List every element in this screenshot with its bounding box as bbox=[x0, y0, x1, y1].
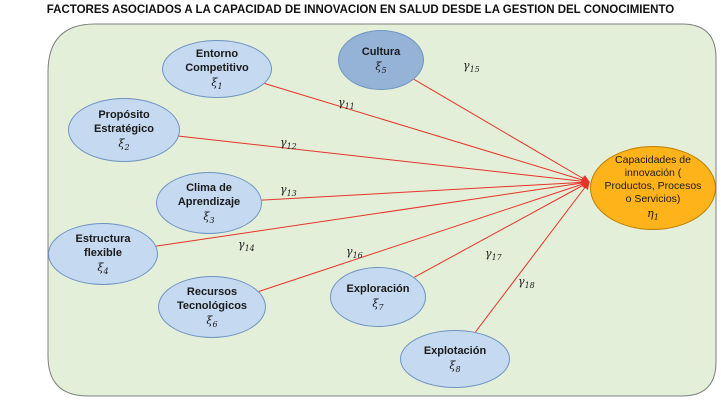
path-coefficient-symbol: γ bbox=[338, 96, 345, 109]
exogenous-node-xi2-symbol: ξ2 bbox=[118, 137, 129, 152]
endogenous-node-eta1-label-line: o Servicios) bbox=[625, 192, 681, 205]
exogenous-node-xi1-label-line: Competitivo bbox=[185, 61, 249, 74]
path-coefficient-subscript: 16 bbox=[353, 251, 363, 260]
path-coefficient-subscript: 18 bbox=[525, 281, 535, 290]
exogenous-node-xi5-label-line: Cultura bbox=[361, 45, 401, 58]
exogenous-node-xi7-symbol: ξ7 bbox=[372, 297, 383, 312]
path-arrow-xi1 bbox=[264, 82, 590, 184]
diagram-title: FACTORES ASOCIADOS A LA CAPACIDAD DE INN… bbox=[46, 4, 675, 16]
exogenous-node-xi5-symbol-base: ξ bbox=[375, 59, 382, 73]
path-coefficient-subscript: 14 bbox=[245, 244, 255, 253]
path-arrow-xi2 bbox=[178, 135, 590, 186]
exogenous-node-xi6-label-line: Tecnológicos bbox=[176, 299, 248, 312]
exogenous-node-xi4-symbol: ξ4 bbox=[97, 261, 108, 276]
exogenous-node-xi1-label-line: Entorno bbox=[195, 47, 239, 60]
exogenous-node-xi3-symbol-subscript: 3 bbox=[209, 216, 215, 226]
exogenous-node-xi7-symbol-base: ξ bbox=[372, 296, 379, 310]
endogenous-node-eta1-symbol-subscript: 1 bbox=[653, 213, 659, 223]
endogenous-node-eta1-symbol: η1 bbox=[647, 207, 659, 222]
path-coefficient-symbol: γ bbox=[463, 59, 470, 72]
path-coefficient-label: γ11 bbox=[338, 96, 355, 111]
endogenous-node-eta1-label-line: innovación ( bbox=[624, 166, 682, 179]
exogenous-node-xi3-symbol: ξ3 bbox=[203, 210, 214, 225]
path-coefficient-label: γ13 bbox=[280, 183, 297, 198]
endogenous-node-eta1-symbol-base: η bbox=[647, 206, 654, 220]
path-coefficient-subscript: 15 bbox=[470, 65, 480, 74]
endogenous-node-eta1-label-line: Productos, Procesos bbox=[604, 179, 702, 192]
exogenous-node-xi5-symbol-subscript: 5 bbox=[381, 66, 387, 76]
path-coefficient-subscript: 11 bbox=[345, 102, 355, 111]
path-arrow-xi6 bbox=[258, 180, 590, 292]
path-arrow-xi3 bbox=[261, 178, 590, 201]
exogenous-node-xi2-symbol-base: ξ bbox=[118, 136, 125, 150]
exogenous-node-xi2-label-line: Estratégico bbox=[94, 122, 154, 135]
exogenous-node-xi4-label-line: flexible bbox=[84, 246, 122, 259]
path-coefficient-subscript: 13 bbox=[287, 189, 297, 198]
exogenous-node-xi4-label-line: Estructura bbox=[75, 232, 131, 245]
endogenous-node-eta1-label-line: Capacidades de bbox=[615, 153, 691, 166]
path-coefficient-label: γ14 bbox=[238, 238, 255, 253]
exogenous-node-xi1-symbol-subscript: 1 bbox=[217, 82, 223, 92]
exogenous-node-xi6-symbol-subscript: 6 bbox=[212, 320, 218, 330]
exogenous-node-xi8-symbol-base: ξ bbox=[449, 358, 456, 372]
path-arrow-xi7 bbox=[413, 181, 590, 278]
path-coefficient-symbol: γ bbox=[280, 183, 287, 196]
path-coefficient-label: γ17 bbox=[485, 247, 503, 262]
path-arrow-xi8 bbox=[474, 181, 590, 333]
exogenous-node-xi2-symbol-subscript: 2 bbox=[124, 143, 130, 153]
exogenous-node-xi7-label-line: Exploración bbox=[346, 282, 410, 295]
exogenous-node-xi8-symbol: ξ8 bbox=[449, 359, 460, 374]
exogenous-node-xi6-label-line: Recursos bbox=[186, 285, 238, 298]
exogenous-node-xi8-label-line: Explotación bbox=[423, 344, 487, 357]
exogenous-node-xi6-symbol-base: ξ bbox=[206, 313, 213, 327]
exogenous-node-xi4-symbol-subscript: 4 bbox=[103, 267, 109, 277]
exogenous-node-xi7-symbol-subscript: 7 bbox=[378, 303, 384, 313]
path-coefficient-subscript: 12 bbox=[287, 142, 297, 151]
path-coefficient-symbol: γ bbox=[346, 245, 353, 258]
path-coefficient-label: γ15 bbox=[463, 59, 480, 74]
exogenous-node-xi2-label-line: Propósito bbox=[98, 108, 150, 121]
path-coefficient-subscript: 17 bbox=[492, 253, 503, 262]
exogenous-node-xi3-symbol-base: ξ bbox=[203, 209, 210, 223]
path-coefficient-symbol: γ bbox=[238, 238, 245, 251]
path-arrow-xi5 bbox=[413, 78, 590, 183]
exogenous-node-xi3-label-line: Clima de bbox=[186, 181, 232, 194]
path-coefficient-symbol: γ bbox=[518, 275, 525, 288]
exogenous-node-xi3-label-line: Aprendizaje bbox=[177, 195, 241, 208]
exogenous-node-xi1-symbol-base: ξ bbox=[211, 75, 218, 89]
exogenous-node-xi8-symbol-subscript: 8 bbox=[455, 365, 461, 375]
exogenous-node-xi1-symbol: ξ1 bbox=[211, 76, 222, 91]
path-coefficient-label: γ18 bbox=[518, 275, 535, 290]
exogenous-node-xi6-symbol: ξ6 bbox=[206, 314, 217, 329]
exogenous-node-xi5-symbol: ξ5 bbox=[375, 60, 386, 75]
path-coefficient-symbol: γ bbox=[280, 136, 287, 149]
path-coefficient-label: γ12 bbox=[280, 136, 297, 151]
exogenous-node-xi4-symbol-base: ξ bbox=[97, 260, 104, 274]
path-coefficient-symbol: γ bbox=[485, 247, 492, 260]
path-coefficient-label: γ16 bbox=[346, 245, 363, 260]
path-arrow-xi4 bbox=[156, 179, 590, 247]
